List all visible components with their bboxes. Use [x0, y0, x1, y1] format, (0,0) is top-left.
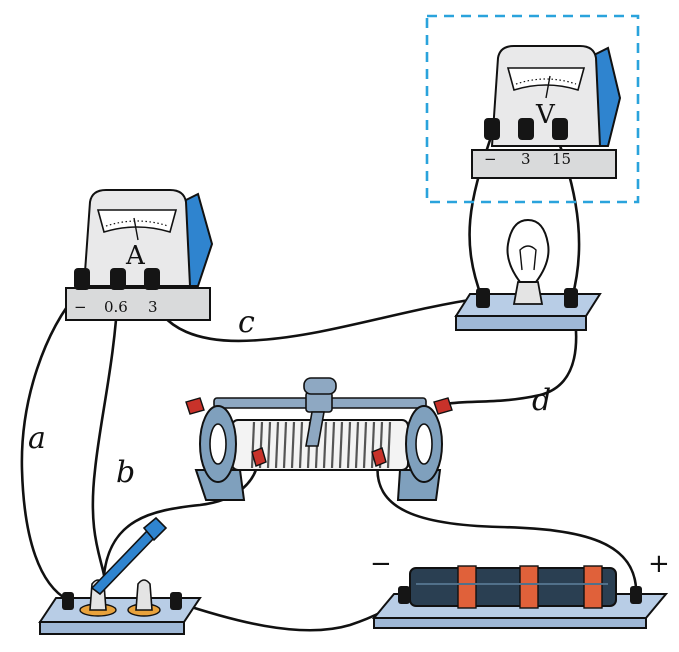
switch-terminal-right	[170, 592, 182, 610]
wire-label-d: d	[532, 383, 551, 418]
rheostat-coil	[250, 421, 392, 469]
ammeter-terminal-06	[110, 268, 126, 290]
voltmeter-terminal-15	[552, 118, 568, 140]
switch-icon	[38, 516, 202, 635]
battery-terminal-neg	[398, 586, 410, 604]
ammeter-terminal-3	[144, 268, 160, 290]
battery-minus-sign: −	[370, 549, 392, 579]
wire-b	[91, 288, 120, 577]
ammeter-terminal-neg	[74, 268, 90, 290]
voltmeter-terminal-neg	[484, 118, 500, 140]
rheostat-terminal-left	[251, 447, 267, 467]
wire-c	[148, 288, 484, 343]
ammeter-icon: A − 0.6 3	[65, 189, 214, 321]
bulb-icon	[454, 218, 602, 331]
rheostat-terminal-right	[371, 447, 387, 467]
voltmeter-icon: V − 3 15	[471, 45, 622, 179]
battery-plus-sign: +	[648, 549, 670, 579]
wire-d	[444, 296, 578, 406]
switch-terminal-left	[62, 592, 74, 610]
wire-b-2	[102, 460, 260, 577]
wire-rheo-batt	[376, 460, 638, 600]
battery-terminal-pos	[630, 586, 642, 604]
wire-label-b: b	[116, 455, 135, 490]
ammeter-label-3: 3	[148, 298, 158, 316]
wire-a	[20, 288, 82, 602]
wire-label-c: c	[238, 305, 255, 340]
ammeter-label-neg: −	[74, 298, 87, 316]
voltmeter-label-15: 15	[552, 150, 571, 168]
wire-label-a: a	[28, 421, 46, 456]
ammeter-letter: A	[125, 241, 146, 271]
ammeter-label-06: 0.6	[104, 298, 128, 316]
voltmeter-label-3: 3	[521, 150, 531, 168]
battery-icon: − +	[370, 549, 670, 629]
voltmeter: V − 3 15	[425, 14, 640, 204]
bulb-terminal-left	[476, 288, 490, 308]
voltmeter-terminal-3	[518, 118, 534, 140]
bulb-terminal-right	[564, 288, 578, 308]
voltmeter-label-neg: −	[484, 150, 497, 168]
voltmeter-dashed-box	[425, 14, 640, 204]
rheostat-icon	[185, 377, 453, 501]
voltmeter-letter: V	[535, 100, 556, 130]
wire-switch-batt	[174, 596, 406, 632]
